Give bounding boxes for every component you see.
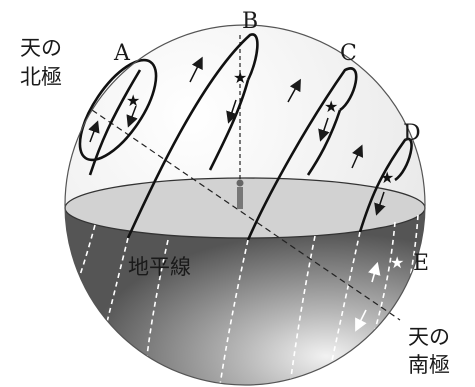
star-c: ★ <box>324 99 338 116</box>
arrow-c-down <box>318 117 330 142</box>
arrow-d-up <box>351 144 364 169</box>
stars: ★ ★ ★ ★ ★ <box>126 70 404 272</box>
arrow-a-up <box>88 120 100 143</box>
label-north-pole-line1: 天の <box>20 36 62 60</box>
star-path-d <box>358 137 413 233</box>
arrow-c-up <box>287 78 301 103</box>
label-d: D <box>403 121 421 146</box>
arrow-d-down <box>374 191 386 216</box>
star-paths <box>78 33 413 241</box>
star-path-a <box>78 58 158 162</box>
hidden-path-5 <box>289 235 316 385</box>
label-c: C <box>340 41 357 66</box>
star-e: ★ <box>390 255 404 272</box>
star-path-b <box>126 33 259 239</box>
label-south-pole-line2: 南極 <box>408 353 450 377</box>
hidden-path-3 <box>144 239 169 376</box>
arrow-b-up <box>189 56 203 83</box>
observer-figure <box>236 179 244 209</box>
label-a: A <box>113 41 131 66</box>
arrow-a-down <box>126 105 138 128</box>
star-path-b-tail <box>208 79 250 171</box>
star-a: ★ <box>126 93 140 110</box>
star-path-c <box>246 67 358 241</box>
arrow-b-down <box>226 99 238 124</box>
celestial-axis <box>91 109 401 321</box>
sphere-outline <box>64 24 426 386</box>
arrow-e-up <box>368 261 381 283</box>
label-south-pole-line1: 天の <box>408 325 450 349</box>
arrow-e-down <box>355 309 367 332</box>
label-horizon: 地平線 <box>128 255 191 279</box>
label-b: B <box>242 9 258 34</box>
star-path-c-tail <box>306 109 342 176</box>
star-b: ★ <box>233 70 247 87</box>
motion-arrows <box>88 56 386 332</box>
horizon-plane <box>64 177 426 239</box>
hidden-path-7 <box>371 221 396 341</box>
label-e: E <box>413 251 429 276</box>
star-path-a2 <box>88 69 142 176</box>
hidden-path-2 <box>99 237 129 351</box>
label-north-pole-line2: 北極 <box>20 65 62 89</box>
hidden-path-4 <box>219 239 249 385</box>
star-d: ★ <box>380 170 394 187</box>
